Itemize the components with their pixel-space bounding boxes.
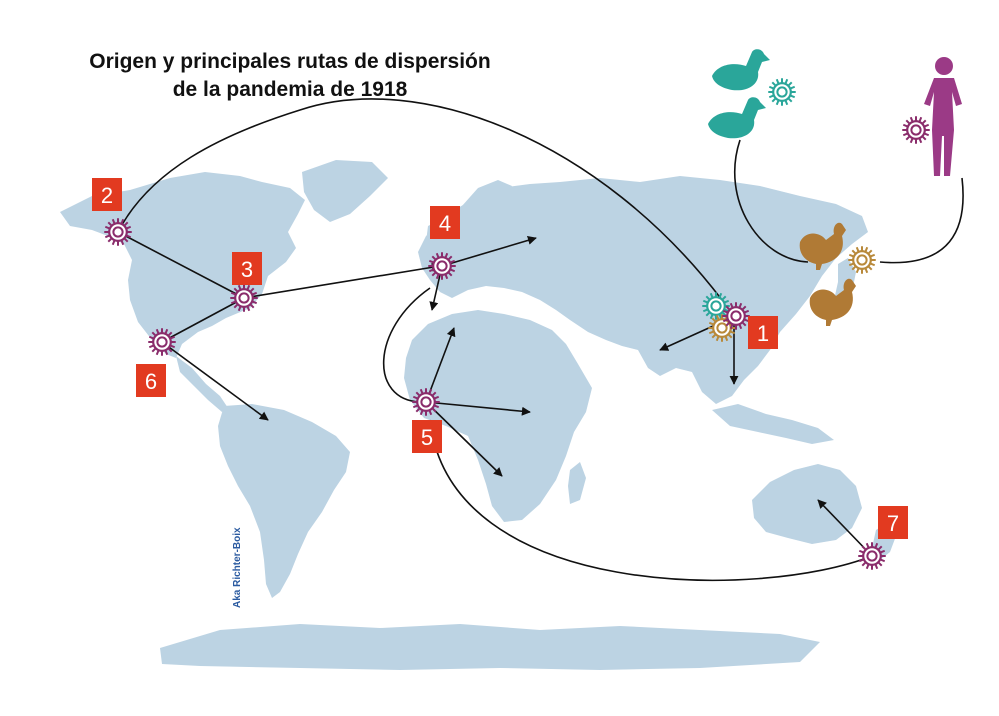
duck-icon xyxy=(708,97,766,139)
virus-icon xyxy=(230,284,258,312)
credit-text: Aka Richter-Boix xyxy=(232,527,243,608)
route-europe-to-west-africa xyxy=(382,287,431,403)
route-east-na-to-europe xyxy=(243,262,441,299)
virus-icon xyxy=(148,328,176,356)
virus-icon xyxy=(412,388,440,416)
site-label-4: 4 xyxy=(430,206,460,239)
site-label-number: 3 xyxy=(241,257,253,282)
map-title-line-1: Origen y principales rutas de dispersión xyxy=(89,50,491,73)
virus-icon xyxy=(104,218,132,246)
route-mexico-to-south-america xyxy=(161,341,269,421)
virus-icon xyxy=(848,246,876,274)
site-label-number: 2 xyxy=(101,183,113,208)
virus-icon xyxy=(858,542,886,570)
virus-icon xyxy=(428,252,456,280)
site-label-1: 1 xyxy=(748,316,778,349)
site-label-2: 2 xyxy=(92,178,122,211)
continents xyxy=(60,160,896,670)
map-title-line-2: de la pandemia de 1918 xyxy=(172,78,408,101)
site-label-number: 4 xyxy=(439,211,451,236)
site-label-6: 6 xyxy=(136,364,166,397)
route-west-africa-south xyxy=(425,401,503,477)
africa xyxy=(404,310,592,522)
chicken-icon xyxy=(809,278,856,326)
central-america xyxy=(176,356,228,412)
route-person-to-chicken xyxy=(879,177,964,264)
virus-markers xyxy=(104,78,930,570)
site-label-5: 5 xyxy=(412,420,442,453)
route-alaska-to-east-na xyxy=(117,231,245,299)
south-america xyxy=(218,404,350,598)
virus-icon xyxy=(902,116,930,144)
site-labels: 1 2 3 4 5 6 7 xyxy=(92,178,908,539)
site-label-number: 5 xyxy=(421,425,433,450)
site-label-7: 7 xyxy=(878,506,908,539)
route-duck-to-chicken xyxy=(734,139,809,263)
virus-icon xyxy=(722,302,750,330)
chicken-icon xyxy=(799,222,846,270)
route-west-africa-east xyxy=(425,401,531,416)
scandinavia xyxy=(462,180,512,224)
site-label-number: 7 xyxy=(887,511,899,536)
person-icon xyxy=(924,57,962,176)
australia xyxy=(752,464,862,544)
route-europe-to-east xyxy=(441,235,537,267)
site-label-3: 3 xyxy=(232,252,262,285)
route-mexico-to-east-na xyxy=(161,297,245,343)
duck-icon xyxy=(712,49,770,91)
route-china-to-alaska xyxy=(117,98,723,301)
dispersion-routes xyxy=(117,98,964,582)
antarctica xyxy=(160,624,820,670)
route-west-africa-to-nz xyxy=(429,419,873,582)
southeast-asia-islands xyxy=(712,404,834,444)
site-label-number: 1 xyxy=(757,321,769,346)
virus-icon xyxy=(768,78,796,106)
greenland xyxy=(302,160,388,222)
host-figures xyxy=(708,49,962,326)
madagascar xyxy=(568,462,586,504)
route-china-west xyxy=(659,321,723,351)
site-label-number: 6 xyxy=(145,369,157,394)
virus-icon xyxy=(702,292,730,320)
